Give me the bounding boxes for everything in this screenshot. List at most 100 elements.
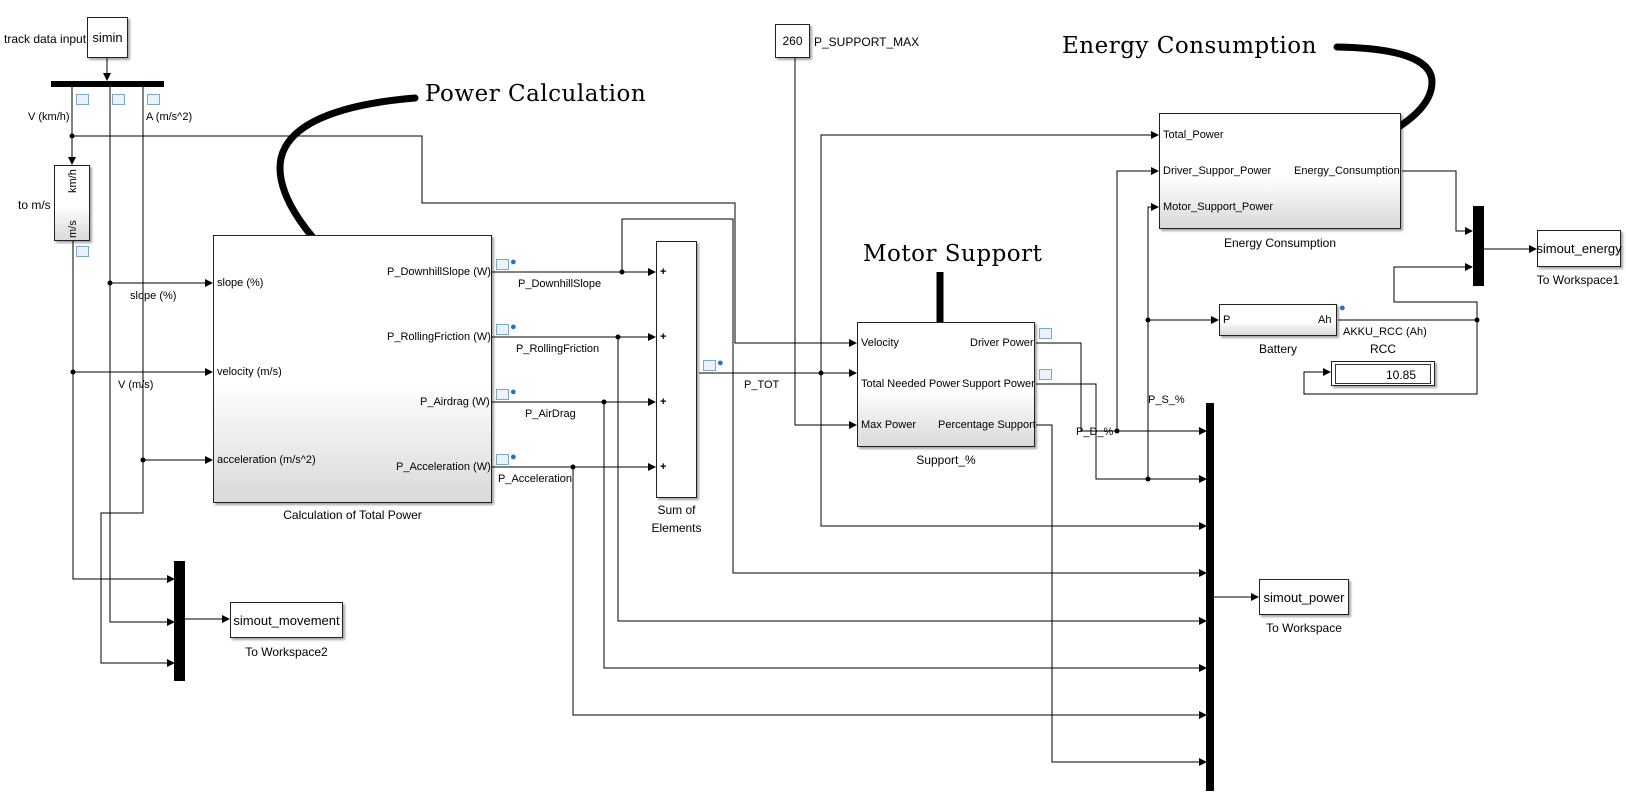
test-point-icon[interactable]: ● <box>510 256 517 268</box>
workspace-movement-caption: To Workspace2 <box>245 645 328 659</box>
workspace-power-block[interactable]: simout_power <box>1259 579 1349 615</box>
unit-converter-block[interactable]: km/h m/s <box>54 165 90 241</box>
energy-in-port: Total_Power <box>1163 129 1224 141</box>
junction <box>1145 476 1151 482</box>
sum-sign: + <box>660 266 667 278</box>
simin-block[interactable]: simin <box>87 17 128 58</box>
power-out-port: P_DownhillSlope (W) <box>387 266 491 278</box>
support-in-port: Max Power <box>861 419 917 431</box>
workspace-movement-name: simout_movement <box>233 612 340 628</box>
junction <box>601 399 607 405</box>
sum-sign: + <box>660 331 667 343</box>
log-icon[interactable] <box>496 389 509 400</box>
junction <box>619 269 625 275</box>
support-caption: Support_% <box>916 453 976 467</box>
signal-label-v-ms: V (m/s) <box>118 379 154 391</box>
power-out-port: P_RollingFriction (W) <box>387 331 491 343</box>
wire-ptot-energy <box>820 131 1159 373</box>
wire-airdrag-tap <box>603 402 1207 672</box>
workspace-power-caption: To Workspace <box>1266 621 1342 635</box>
workspace-power-name: simout_power <box>1263 589 1345 605</box>
test-point-icon[interactable]: ● <box>717 357 724 369</box>
log-icon[interactable] <box>76 246 89 257</box>
bus-demux[interactable] <box>51 81 164 87</box>
log-icon[interactable] <box>703 360 716 371</box>
signal-label-accel: P_Acceleration <box>498 473 572 485</box>
sum-caption-2: Elements <box>651 521 702 535</box>
log-icon[interactable] <box>496 259 509 270</box>
wire-accel-mux <box>100 460 175 667</box>
log-icon[interactable] <box>147 94 160 105</box>
wire-const <box>794 58 857 429</box>
log-icon[interactable] <box>496 324 509 335</box>
log-icon[interactable] <box>1039 369 1052 380</box>
constant-value: 260 <box>782 34 803 48</box>
support-in-port: Total Needed Power <box>861 378 961 390</box>
battery-out-port: Ah <box>1318 314 1332 326</box>
log-icon[interactable] <box>112 94 125 105</box>
converter-caption: to m/s <box>18 198 51 212</box>
signal-label-ptot: P_TOT <box>744 379 780 391</box>
junction <box>818 370 824 376</box>
converter-top-label: km/h <box>67 169 79 193</box>
energy-in-port: Motor_Support_Power <box>1163 201 1274 213</box>
power-in-port: velocity (m/s) <box>217 366 282 378</box>
power-block-caption: Calculation of Total Power <box>283 508 422 522</box>
energy-mux[interactable] <box>1473 206 1484 286</box>
signal-label-a: A (m/s^2) <box>146 111 193 123</box>
simin-label: simin <box>92 30 123 45</box>
wire-driver <box>1036 342 1207 435</box>
support-in-port: Velocity <box>861 337 899 349</box>
rcc-display-block[interactable]: 10.85 <box>1331 361 1435 386</box>
signal-label-airdrag: P_AirDrag <box>525 408 576 420</box>
junction <box>1474 317 1480 323</box>
workspace-energy-block[interactable]: simout_energy <box>1536 230 1622 267</box>
wire-slope-mux <box>109 283 175 626</box>
power-out-port: P_Airdrag (W) <box>420 396 490 408</box>
converter-bottom-label: m/s <box>67 220 79 238</box>
junction <box>570 464 576 470</box>
constant-block[interactable]: 260 <box>775 24 810 58</box>
movement-mux[interactable] <box>174 561 185 681</box>
test-point-icon[interactable]: ● <box>510 386 517 398</box>
junction <box>1145 317 1151 323</box>
log-icon[interactable] <box>76 94 89 105</box>
wire-ptot-mux <box>820 373 1207 530</box>
workspace-energy-caption: To Workspace1 <box>1536 273 1620 287</box>
support-out-port: Percentage Support <box>938 419 1036 431</box>
log-icon[interactable] <box>496 454 509 465</box>
annotation-power-calculation: Power Calculation <box>425 81 647 107</box>
test-point-icon[interactable]: ● <box>1339 302 1346 314</box>
log-icon[interactable] <box>1039 328 1052 339</box>
energy-consumption-block[interactable] <box>1159 113 1401 229</box>
battery-block[interactable] <box>1219 304 1337 336</box>
rcc-value: 10.85 <box>1335 364 1431 384</box>
wire-support <box>1036 383 1207 483</box>
sum-block[interactable] <box>656 241 697 498</box>
wire-battery-out <box>1338 263 1478 321</box>
wire-driver-energy <box>1116 167 1159 431</box>
source-caption: track data input <box>4 32 87 46</box>
battery-caption: Battery <box>1258 342 1297 356</box>
annotation-motor-support: Motor Support <box>863 241 1043 267</box>
support-out-port: Support Power <box>962 378 1035 390</box>
wire-v-ms-mux <box>72 372 175 583</box>
support-block[interactable] <box>857 322 1035 447</box>
wire-rolling-tap <box>617 337 1207 625</box>
energy-out-port: Energy_Consumption <box>1294 165 1400 177</box>
junction <box>107 280 113 286</box>
test-point-icon[interactable]: ● <box>510 321 517 333</box>
test-point-icon[interactable]: ● <box>510 451 517 463</box>
signal-label-ps: P_S_% <box>1148 394 1185 406</box>
wire-downhill-tap <box>621 218 1207 577</box>
power-calculation-block[interactable] <box>213 235 492 503</box>
power-mux[interactable] <box>1206 403 1214 791</box>
constant-name: P_SUPPORT_MAX <box>814 35 920 49</box>
workspace-movement-block[interactable]: simout_movement <box>230 602 343 638</box>
junction <box>615 334 621 340</box>
energy-in-port: Driver_Suppor_Power <box>1163 165 1272 177</box>
power-in-port: acceleration (m/s^2) <box>217 454 316 466</box>
sum-sign: + <box>660 396 667 408</box>
sum-sign: + <box>660 461 667 473</box>
